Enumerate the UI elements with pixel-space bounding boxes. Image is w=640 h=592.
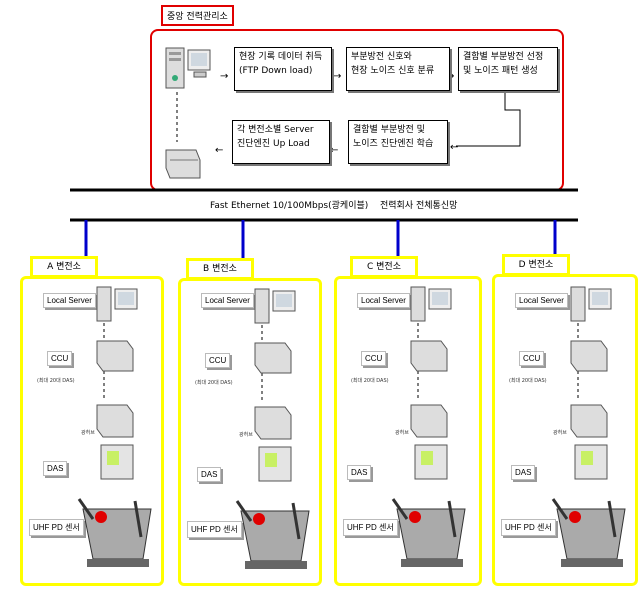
flow-arrow-4: ← [450, 142, 458, 153]
hub-label: 광허브 [395, 430, 409, 436]
substation-d-devices [551, 286, 626, 567]
substation-b-devices [235, 288, 310, 569]
ccu-label: CCU [47, 351, 73, 366]
ccu-sub-label: (최대 20대 DAS) [509, 378, 547, 384]
substation-a-title: A 변전소 [30, 256, 98, 278]
das-label: DAS [511, 465, 536, 480]
central-hub-icon [165, 149, 201, 179]
substation-b-title: B 변전소 [186, 258, 254, 280]
ccu-sub-label: (최대 20대 DAS) [351, 378, 389, 384]
substation-c-devices [391, 286, 466, 567]
ccu-sub-label: (최대 20대 DAS) [37, 378, 75, 384]
das-label: DAS [43, 461, 68, 476]
substation-d-title: D 변전소 [502, 254, 570, 276]
hub-label: 광허브 [239, 432, 253, 438]
flow-arrow-2: → [333, 71, 341, 82]
substation-c-title: C 변전소 [350, 256, 418, 278]
substation-a-box: Local Server CCU (최대 20대 DAS) 광허브 DAS UH… [20, 276, 164, 586]
hub-label: 광허브 [81, 430, 95, 436]
local-server-label: Local Server [201, 293, 254, 308]
substation-b-box: Local Server CCU (최대 20대 DAS) 광허브 DAS UH… [178, 278, 322, 586]
flow-arrow-5: ← [330, 145, 338, 156]
substation-a-devices [77, 286, 152, 567]
flow-arrow-3: → [446, 71, 454, 82]
central-server-icon [165, 47, 211, 89]
ccu-label: CCU [205, 353, 231, 368]
ccu-label: CCU [519, 351, 545, 366]
local-server-label: Local Server [515, 293, 568, 308]
flow-arrow-6: ← [215, 145, 223, 156]
substation-c-box: Local Server CCU (최대 20대 DAS) 광허브 DAS UH… [334, 276, 482, 586]
sensor-label: UHF PD 센서 [187, 521, 242, 538]
step-data-acquisition: 현장 기록 데이터 취득(FTP Down load) [234, 47, 332, 91]
central-station-title: 중앙 전력관리소 [161, 5, 234, 26]
local-server-label: Local Server [357, 293, 410, 308]
hub-label: 광허브 [553, 430, 567, 436]
sensor-label: UHF PD 센서 [29, 519, 84, 536]
ccu-sub-label: (최대 20대 DAS) [195, 380, 233, 386]
sensor-label: UHF PD 센서 [501, 519, 556, 536]
das-label: DAS [347, 465, 372, 480]
ethernet-label: Fast Ethernet 10/100Mbps(광케이블) [210, 201, 369, 211]
das-label: DAS [197, 467, 222, 482]
ccu-label: CCU [361, 351, 387, 366]
substation-d-box: Local Server CCU (최대 20대 DAS) 광허브 DAS UH… [492, 274, 638, 586]
sensor-label: UHF PD 센서 [343, 519, 398, 536]
company-network-label: 전력회사 전체통신망 [380, 201, 458, 211]
flow-arrow-1: → [220, 71, 228, 82]
local-server-label: Local Server [43, 293, 96, 308]
